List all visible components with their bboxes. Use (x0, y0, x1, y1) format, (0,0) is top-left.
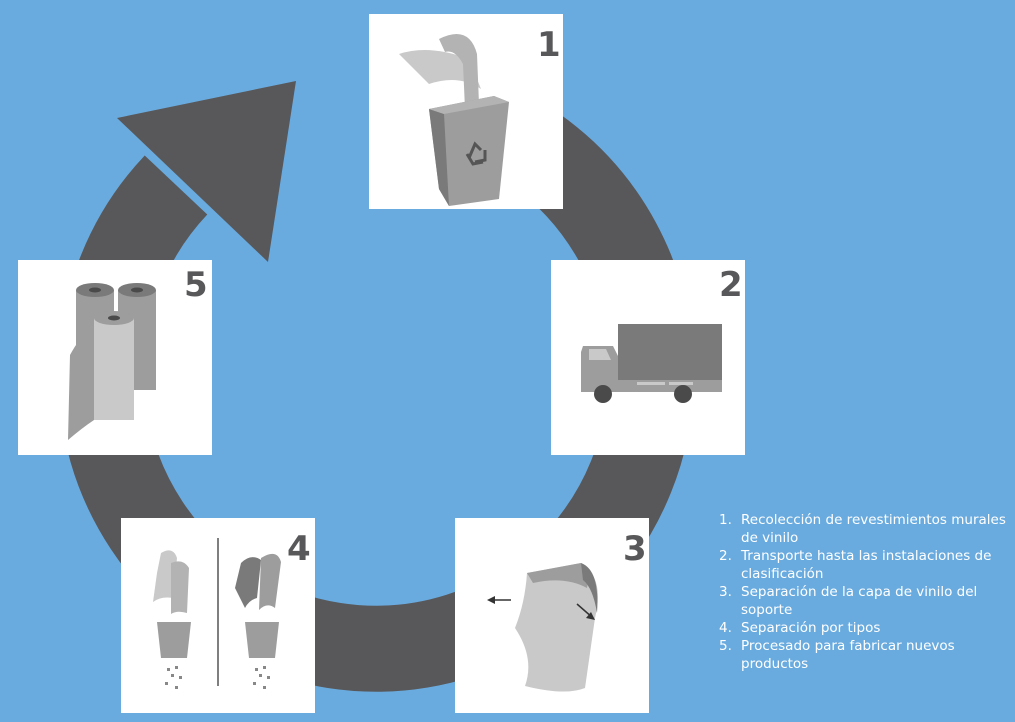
step-number: 5 (184, 268, 208, 302)
step-number: 1 (537, 28, 561, 62)
step-number: 2 (719, 268, 743, 302)
legend-item-3: 3.Separación de la capa de vinilo del so… (719, 583, 1015, 619)
recycle-bin-icon (369, 14, 563, 209)
step-card-2: 2 (551, 260, 745, 455)
step-card-5: 5 (18, 260, 212, 455)
step-card-3: 3 (455, 518, 649, 713)
step-number: 4 (287, 532, 311, 566)
rolls-icon (18, 260, 212, 455)
step-card-4: 4 (121, 518, 315, 713)
legend-item-2: 2.Transporte hasta las instalaciones de … (719, 547, 1015, 583)
step-number: 3 (623, 532, 647, 566)
peeling-layer-icon (455, 518, 649, 713)
legend-item-1: 1.Recolección de revestimientos murales … (719, 511, 1015, 547)
truck-icon (551, 260, 745, 455)
sorting-icon (121, 518, 315, 713)
legend-list: 1.Recolección de revestimientos murales … (719, 511, 1015, 673)
legend-item-5: 5.Procesado para fabricar nuevos product… (719, 637, 1015, 673)
legend-item-4: 4.Separación por tipos (719, 619, 1015, 637)
step-card-1: 1 (369, 14, 563, 209)
